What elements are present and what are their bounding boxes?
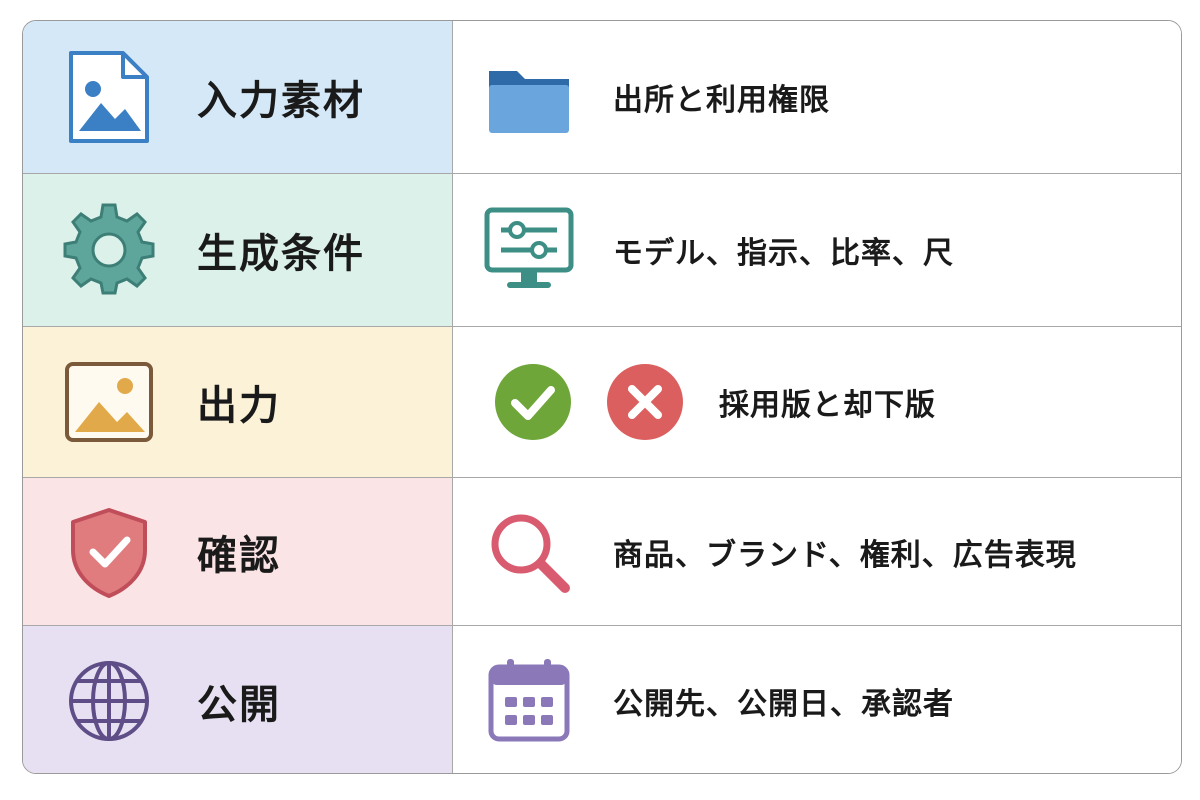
desc-cell: 商品、ブランド、権利、広告表現 [453, 478, 1181, 625]
label-cell: 出力 [23, 327, 453, 477]
label-cell: 公開 [23, 626, 453, 773]
row-description: モデル、指示、比率、尺 [613, 236, 954, 271]
label-cell: 入力素材 [23, 21, 453, 173]
globe-icon [61, 653, 157, 749]
row-description: 出所と利用権限 [613, 83, 830, 118]
cross-circle-icon [605, 362, 685, 442]
table-row-review: 確認 商品、ブランド、権利、広告表現 [23, 478, 1181, 626]
monitor-sliders-icon [481, 202, 577, 298]
label-cell: 確認 [23, 478, 453, 625]
row-label: 出力 [197, 383, 281, 429]
table-row-output: 出力 採用版と却下版 [23, 327, 1181, 478]
table-row-generation: 生成条件 モデル、指示、比率、尺 [23, 174, 1181, 327]
magnifier-icon [481, 504, 577, 600]
row-label: 入力素材 [197, 78, 365, 124]
desc-cell: モデル、指示、比率、尺 [453, 174, 1181, 326]
image-file-icon [61, 49, 157, 145]
info-table: 入力素材 出所と利用権限 生成条件 [22, 20, 1182, 774]
shield-check-icon [61, 504, 157, 600]
folder-icon [481, 49, 577, 145]
row-label: 確認 [197, 532, 281, 579]
row-label: 公開 [197, 681, 281, 728]
check-circle-icon [493, 362, 573, 442]
desc-cell: 出所と利用権限 [453, 21, 1181, 173]
calendar-icon [481, 653, 577, 749]
desc-cell: 公開先、公開日、承認者 [453, 626, 1181, 773]
row-description: 商品、ブランド、権利、広告表現 [613, 537, 1077, 573]
row-label: 生成条件 [197, 231, 365, 277]
desc-cell: 採用版と却下版 [453, 327, 1181, 477]
gear-icon [61, 202, 157, 298]
picture-icon [61, 354, 157, 450]
label-cell: 生成条件 [23, 174, 453, 326]
table-row-publish: 公開 公開先、公 [23, 626, 1181, 773]
table-row-input: 入力素材 出所と利用権限 [23, 21, 1181, 174]
row-description: 公開先、公開日、承認者 [613, 686, 954, 722]
row-description: 採用版と却下版 [719, 388, 936, 423]
